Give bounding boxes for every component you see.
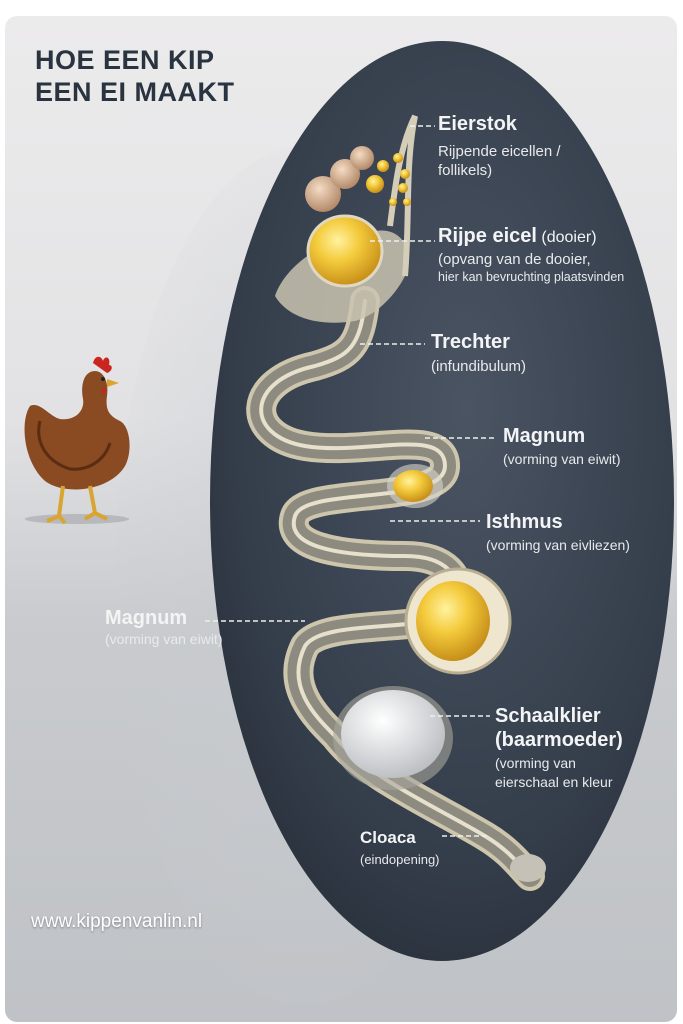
- label-trechter: Trechter (infundibulum): [431, 330, 526, 376]
- label-magnum-right-sub1: (vorming van eiwit): [503, 451, 621, 467]
- label-rijpe-eicel: Rijpe eicel (dooier) (opvang van de dooi…: [438, 224, 624, 286]
- page-title: HOE EEN KIP EEN EI MAAKT: [35, 44, 235, 108]
- shell-gland-egg: [341, 690, 445, 778]
- label-schaalklier-title1: Schaalklier: [495, 705, 601, 727]
- label-cloaca-sub1: (eindopening): [360, 852, 440, 867]
- hen-illustration: [24, 356, 130, 525]
- label-eierstok-sub1: Rijpende eicellen /: [438, 143, 561, 160]
- diagram-artwork: [115, 41, 674, 1006]
- label-schaalklier-sub2: eierschaal en kleur: [495, 774, 613, 790]
- diagram-card: HOE EEN KIP EEN EI MAAKT Eierstok Rijpen…: [5, 16, 677, 1022]
- label-isthmus-title: Isthmus: [486, 511, 563, 533]
- label-rijpe-eicel-title: Rijpe eicel: [438, 225, 537, 247]
- cloaca-opening: [510, 854, 546, 882]
- label-isthmus: Isthmus (vorming van eivliezen): [486, 510, 630, 555]
- label-rijpe-eicel-sub1: (opvang van de dooier,: [438, 251, 591, 268]
- isthmus-egg-yolk: [416, 581, 490, 661]
- label-magnum-left-title: Magnum: [105, 607, 188, 629]
- label-schaalklier-sub1: (vorming van: [495, 755, 576, 771]
- label-trechter-title: Trechter: [431, 331, 510, 353]
- label-cloaca: Cloaca (eindopening): [360, 826, 440, 869]
- label-trechter-sub1: (infundibulum): [431, 358, 527, 375]
- follicle-cluster: [305, 146, 411, 212]
- title-line-1: HOE EEN KIP: [35, 45, 215, 75]
- label-rijpe-eicel-sub2: hier kan bevruchting plaatsvinden: [438, 270, 625, 284]
- label-magnum-left: Magnum (vorming van eiwit): [105, 606, 222, 649]
- ripe-yolk: [306, 214, 384, 288]
- label-schaalklier: Schaalklier (baarmoeder) (vorming van ei…: [495, 704, 623, 792]
- leader-lines: [205, 125, 495, 837]
- label-magnum-left-sub1: (vorming van eiwit): [105, 631, 223, 647]
- label-magnum-right: Magnum (vorming van eiwit): [503, 424, 620, 469]
- label-eierstok-title: Eierstok: [438, 113, 517, 135]
- label-eierstok: Eierstok Rijpende eicellen / follikels): [438, 112, 561, 180]
- label-schaalklier-title2: (baarmoeder): [495, 729, 623, 751]
- website-url: www.kippenvanlin.nl: [31, 911, 203, 932]
- title-line-2: EEN EI MAAKT: [35, 77, 235, 107]
- label-rijpe-eicel-extra: (dooier): [541, 229, 597, 246]
- label-isthmus-sub1: (vorming van eivliezen): [486, 537, 630, 553]
- magnum-yolk: [393, 470, 433, 502]
- label-eierstok-sub2: follikels): [438, 162, 493, 179]
- label-magnum-right-title: Magnum: [503, 425, 586, 447]
- label-cloaca-title: Cloaca: [360, 828, 416, 847]
- ovary-stalk: [387, 114, 418, 277]
